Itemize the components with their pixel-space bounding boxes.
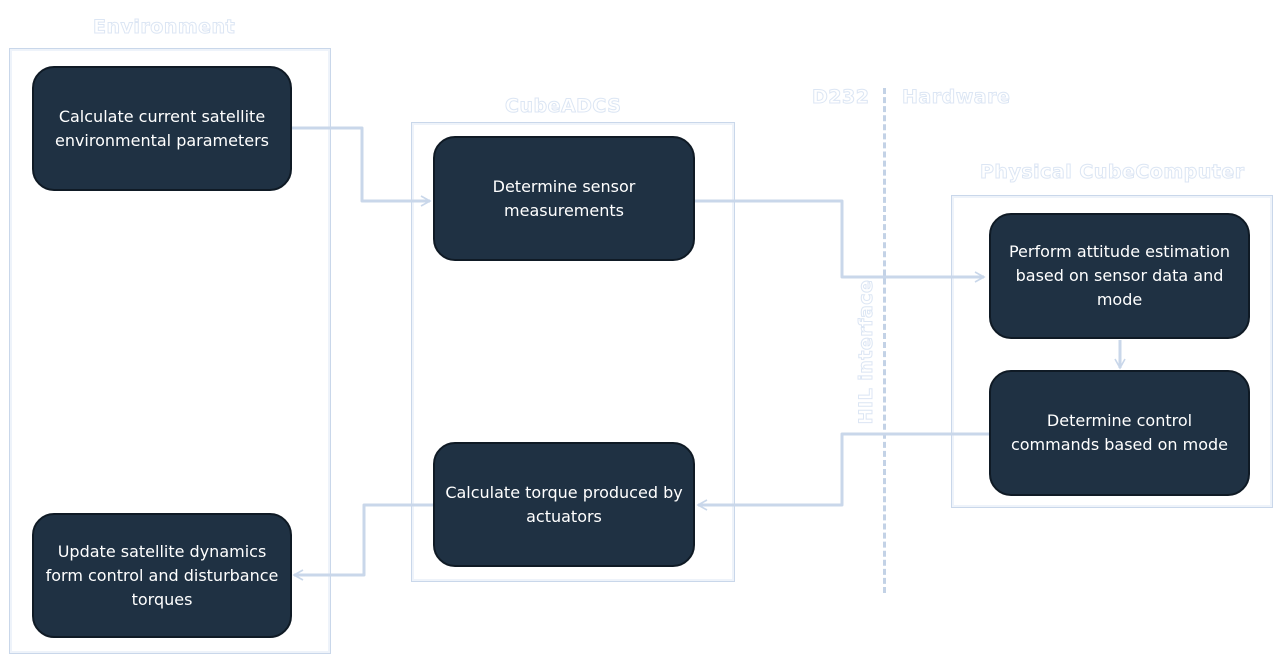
connector-control-to-torque (696, 432, 990, 511)
connector-sensor-to-attitude (695, 199, 986, 283)
update-dynamics-text: Update satellite dynamics form control a… (45, 541, 279, 609)
divider-left-label: D232 (811, 86, 870, 109)
hil-divider-line (883, 88, 886, 593)
calculate-environment-node: Calculate current satellite environmenta… (32, 66, 292, 191)
cubeadcs-container (411, 122, 735, 582)
cubeadcs-label: CubeADCS (504, 95, 622, 118)
physical-cubecomputer-container (951, 195, 1273, 508)
determine-sensor-node: Determine sensor measurements (433, 136, 695, 261)
control-commands-text: Determine control commands based on mode (1010, 411, 1229, 454)
connector-env-to-sensor (292, 126, 432, 207)
attitude-estimation-node: Perform attitude estimation based on sen… (989, 213, 1250, 339)
environment-container (9, 48, 331, 654)
divider-right-label: Hardware (901, 86, 1011, 109)
determine-sensor-text: Determine sensor measurements (492, 176, 636, 220)
physical-cubecomputer-label: Physical CubeComputer (980, 161, 1245, 184)
calculate-torque-node: Calculate torque produced by actuators (433, 442, 695, 567)
environment-label: Environment (92, 16, 236, 39)
control-commands-node: Determine control commands based on mode (989, 370, 1250, 496)
calculate-torque-text: Calculate torque produced by actuators (445, 482, 683, 526)
update-dynamics-node: Update satellite dynamics form control a… (32, 513, 292, 638)
calculate-environment-text: Calculate current satellite environmenta… (54, 106, 270, 150)
connector-torque-to-update (292, 503, 434, 581)
attitude-estimation-text: Perform attitude estimation based on sen… (1008, 242, 1231, 309)
